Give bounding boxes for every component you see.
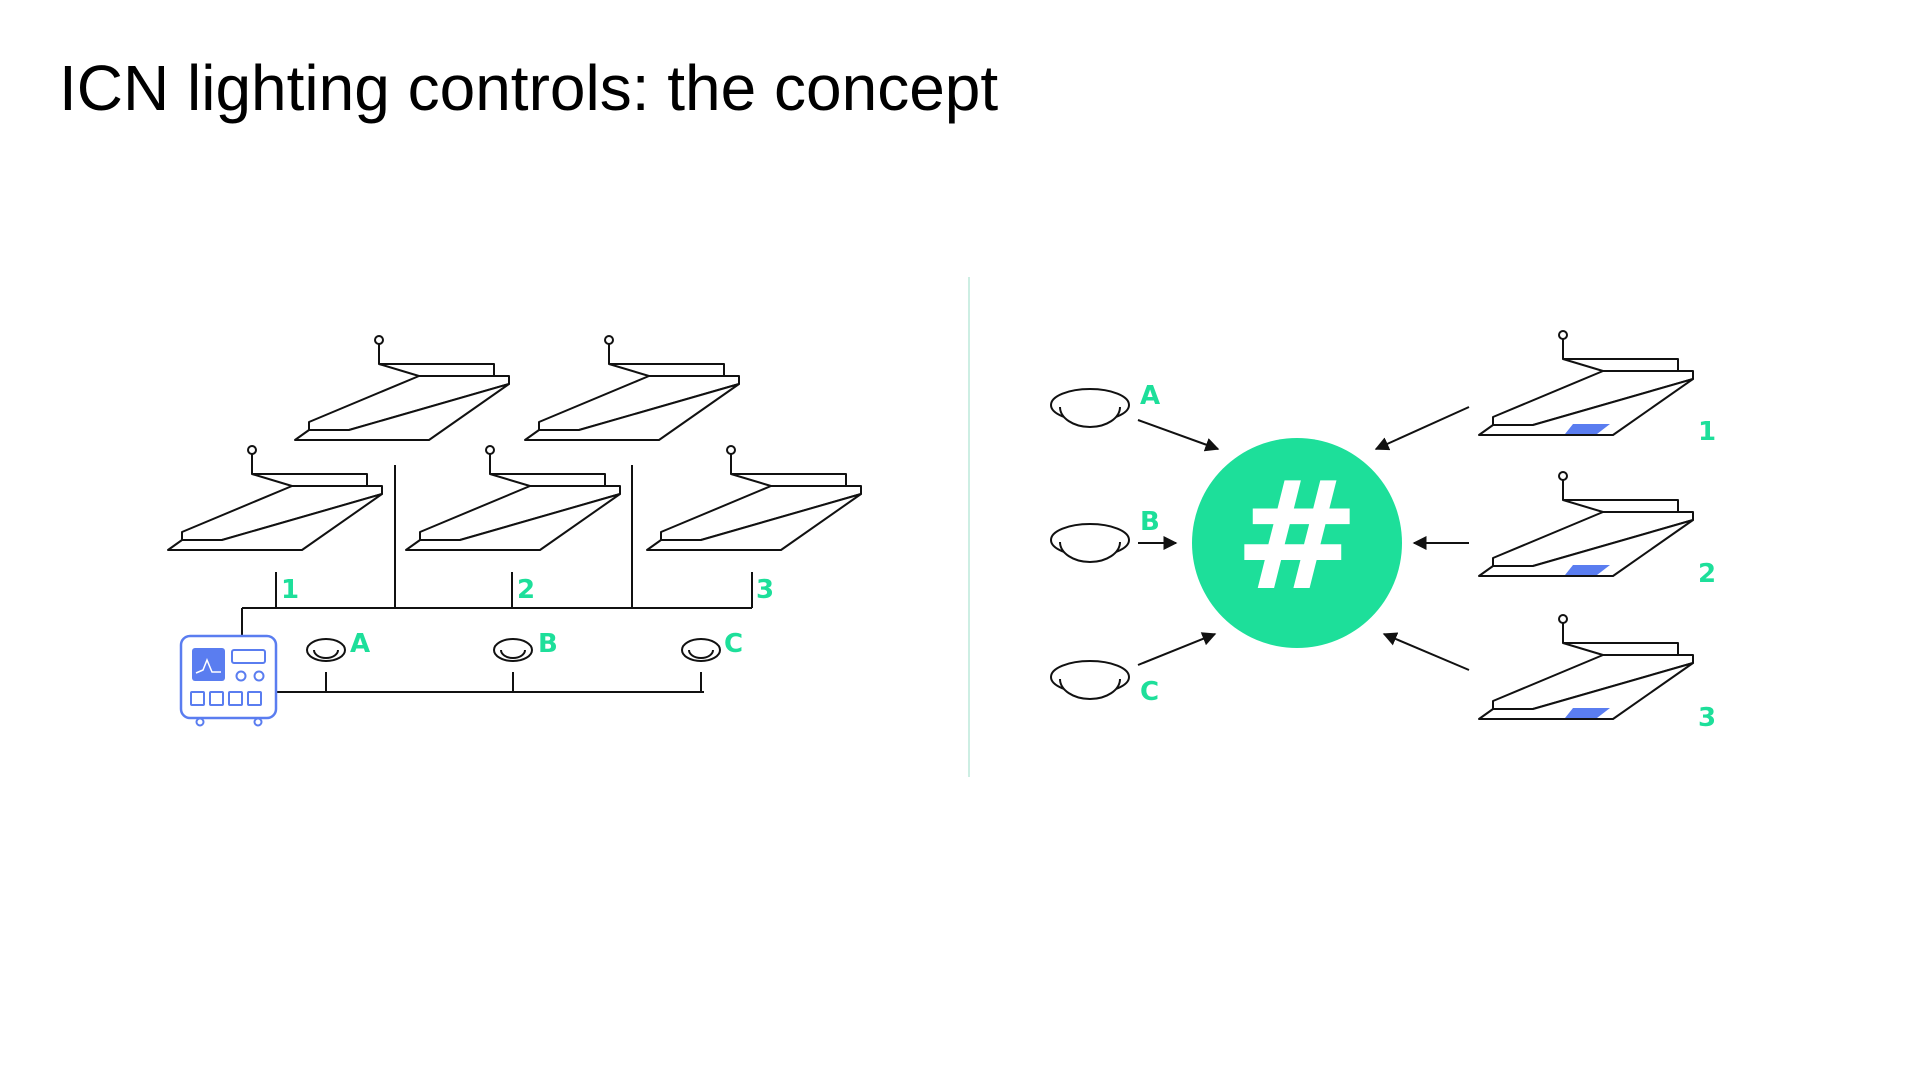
smart-luminaire (1478, 471, 1694, 577)
sensor-label: A (1140, 381, 1160, 411)
zone-label: 3 (756, 575, 774, 605)
sensor-label: A (350, 629, 370, 659)
occupancy-sensor-icon (306, 638, 346, 662)
occupancy-sensor-icon (1050, 660, 1130, 700)
occupancy-sensor-icon (1050, 388, 1130, 428)
hub-symbol: # (1234, 450, 1360, 624)
signal-arrows (1137, 406, 1470, 671)
wired-lighting-system: 1 2 3 A B C (167, 335, 862, 727)
hashtag-hub-icon: # (1192, 438, 1402, 648)
sensor-label: C (1140, 677, 1159, 707)
central-controller-icon (179, 634, 278, 727)
occupancy-sensor-icon (681, 638, 721, 662)
occupancy-sensor-icon (1050, 523, 1130, 563)
luminaire-panel (524, 335, 740, 441)
zone-label: 2 (517, 575, 535, 605)
slide-title: ICN lighting controls: the concept (59, 52, 999, 124)
luminaire-panel (405, 445, 621, 551)
zone-label: 1 (281, 575, 299, 605)
luminaire-label: 3 (1698, 703, 1716, 733)
luminaire-panel (167, 445, 383, 551)
wiring (241, 465, 753, 693)
luminaire-label: 2 (1698, 559, 1716, 589)
smart-luminaire (1478, 614, 1694, 720)
sensor-label: B (1140, 507, 1160, 537)
luminaire-panel (294, 335, 510, 441)
occupancy-sensor-icon (493, 638, 533, 662)
connected-lighting-system: # A B C 1 2 (1050, 330, 1716, 733)
luminaire-panel (646, 445, 862, 551)
sensor-label: C (724, 629, 743, 659)
luminaire-label: 1 (1698, 417, 1716, 447)
sensor-label: B (538, 629, 558, 659)
smart-luminaire (1478, 330, 1694, 436)
